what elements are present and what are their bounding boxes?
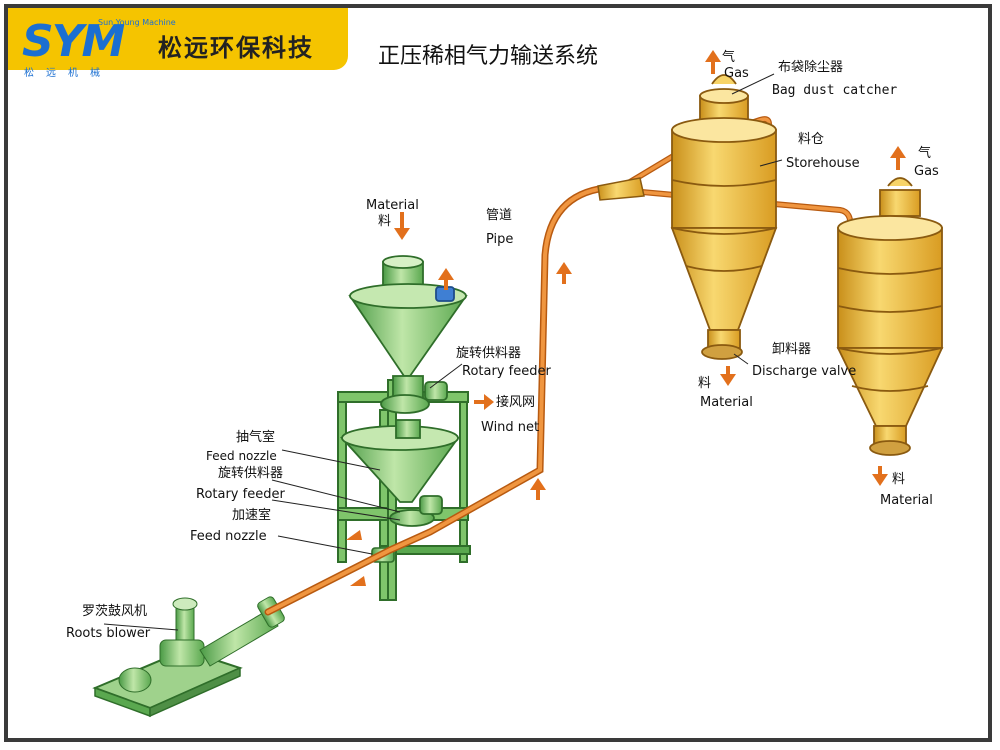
label-material2-cn: 料 <box>892 472 906 487</box>
logo-company-name: 松远环保科技 <box>158 34 314 62</box>
logo-tagline: Sun Young Machine <box>98 18 176 27</box>
outer-frame <box>4 4 992 742</box>
label-air-chamber-cn: 抽气室 <box>236 430 276 445</box>
label-blower-cn: 罗茨鼓风机 <box>82 604 148 619</box>
pipe-flow-arrow-icon-2 <box>530 478 546 500</box>
label-wind-net-cn: 接风网 <box>496 395 536 410</box>
leader-lines <box>103 73 783 631</box>
label-rotary-feeder-low-cn: 旋转供料器 <box>218 466 284 481</box>
label-storehouse-cn: 料仓 <box>798 132 825 147</box>
label-bag-en: Bag dust catcher <box>772 83 898 98</box>
flow-arrows <box>346 50 906 586</box>
material-out-arrow-icon-1 <box>720 366 736 386</box>
lower-hopper <box>339 419 460 503</box>
material-out-arrow-icon-2 <box>872 466 888 486</box>
label-bag-cn: 布袋除尘器 <box>778 60 844 75</box>
label-accel-chamber-en: Feed nozzle <box>190 529 267 544</box>
logo-brand: SYM <box>22 16 125 67</box>
label-rotary-feeder-low-en: Rotary feeder <box>196 487 285 502</box>
storehouse-silo-2 <box>836 177 944 456</box>
label-rotary-feeder-top-cn: 旋转供料器 <box>456 346 522 361</box>
roots-blower <box>92 596 285 718</box>
label-material2-en: Material <box>880 493 933 508</box>
label-pipe-cn: 管道 <box>486 208 513 223</box>
label-accel-chamber-cn: 加速室 <box>232 508 272 523</box>
gas-out-arrow-icon-2 <box>890 146 906 170</box>
label-rotary-feeder-top-en: Rotary feeder <box>462 364 551 379</box>
label-material1-en: Material <box>700 395 753 410</box>
label-gas2-cn: 气 <box>918 146 932 161</box>
material-in-arrow-icon <box>394 212 410 240</box>
logo-cn-small: 松远机械 <box>24 68 112 79</box>
label-storehouse-en: Storehouse <box>786 156 860 171</box>
label-air-chamber-en: Feed nozzle <box>206 449 277 463</box>
label-discharge-en: Discharge valve <box>752 364 857 379</box>
label-material-top-en: Material <box>366 198 419 213</box>
air-out-arrow-icon <box>438 268 454 290</box>
upper-hopper <box>348 255 468 399</box>
label-material-top-cn: 料 <box>378 214 392 229</box>
rotary-feeder-top <box>380 381 448 414</box>
label-wind-net-en: Wind net <box>481 420 540 435</box>
label-material1-cn: 料 <box>698 376 712 391</box>
pipe-flow-arrow-icon-3 <box>350 576 366 586</box>
label-discharge-cn: 卸料器 <box>772 342 812 357</box>
storehouse-silo-1 <box>670 74 778 360</box>
label-pipe-en: Pipe <box>486 232 514 247</box>
company-logo: SYM Sun Young Machine 松远机械 松远环保科技 <box>8 8 348 79</box>
pipe-flow-arrow-icon-4 <box>346 530 362 540</box>
page-title: 正压稀相气力输送系统 <box>378 44 599 69</box>
pipe-flow-arrow-icon-1 <box>556 262 572 284</box>
label-gas1-en: Gas <box>724 66 749 81</box>
gas-out-arrow-icon-1 <box>705 50 721 74</box>
wind-net-arrow-icon <box>474 394 494 410</box>
label-gas2-en: Gas <box>914 164 939 179</box>
label-blower-en: Roots blower <box>66 626 151 641</box>
label-gas1-cn: 气 <box>722 50 736 65</box>
